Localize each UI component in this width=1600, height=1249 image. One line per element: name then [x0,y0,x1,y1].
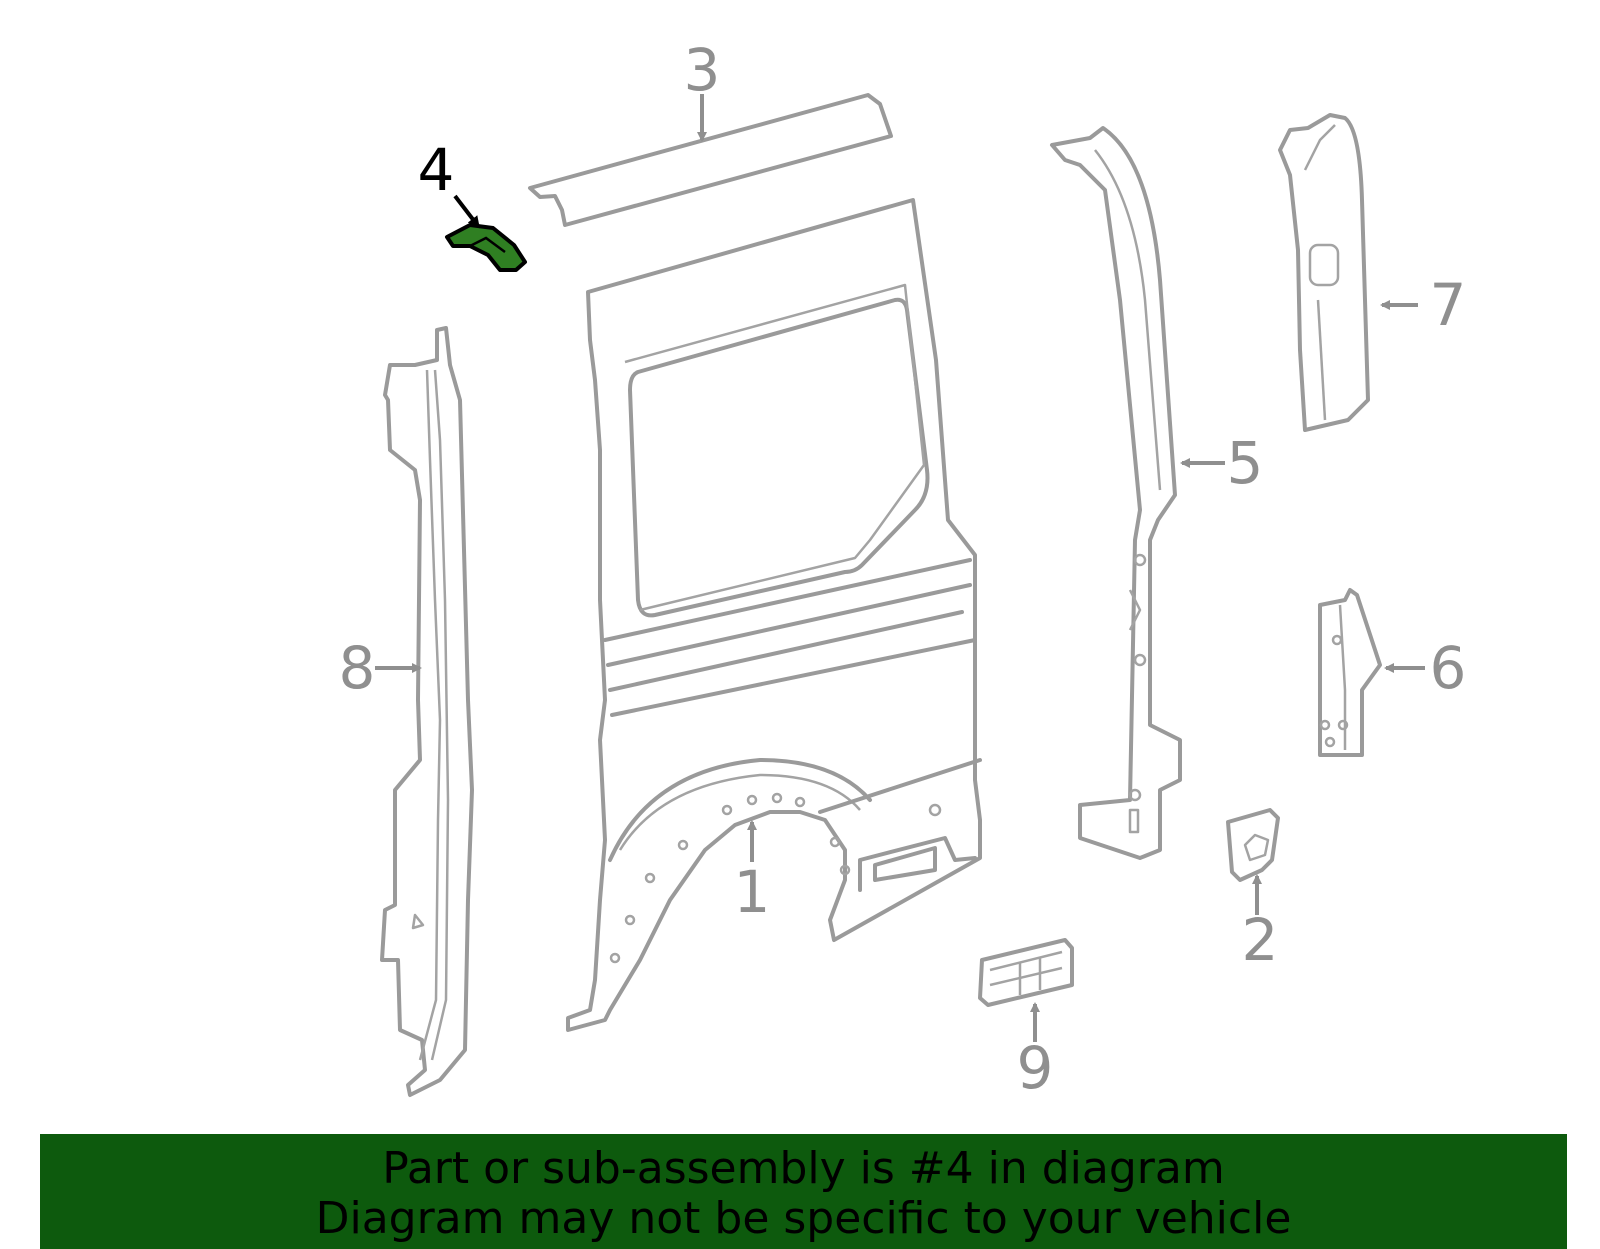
parts-diagram: 3 4 7 5 6 8 1 2 9 [339,36,1467,1102]
part-6-lower-bracket [1318,588,1382,757]
part-3-roof-rail [528,93,893,227]
part-7-upper-trim [1278,113,1370,432]
part-2-plate [1226,808,1280,882]
banner-line-2: Diagram may not be specific to your vehi… [315,1193,1292,1244]
leader-4 [453,194,480,229]
info-banner: Part or sub-assembly is #4 in diagram Di… [40,1134,1567,1249]
callout-1: 1 [734,858,771,926]
callout-2: 2 [1242,906,1279,974]
callout-7: 7 [1430,271,1467,339]
banner-line-1: Part or sub-assembly is #4 in diagram [382,1143,1225,1194]
part-5-pillar [1050,126,1182,860]
callout-6: 6 [1430,634,1467,702]
part-9-vent-grille [978,938,1074,1007]
callout-3: 3 [684,36,721,104]
callout-5: 5 [1227,429,1264,497]
part-1-side-panel [566,198,982,1032]
part-8-front-pillar [380,326,474,1097]
callout-8: 8 [339,634,376,702]
callout-4: 4 [418,136,455,204]
callout-9: 9 [1017,1034,1054,1102]
part-4-bracket [445,223,527,272]
